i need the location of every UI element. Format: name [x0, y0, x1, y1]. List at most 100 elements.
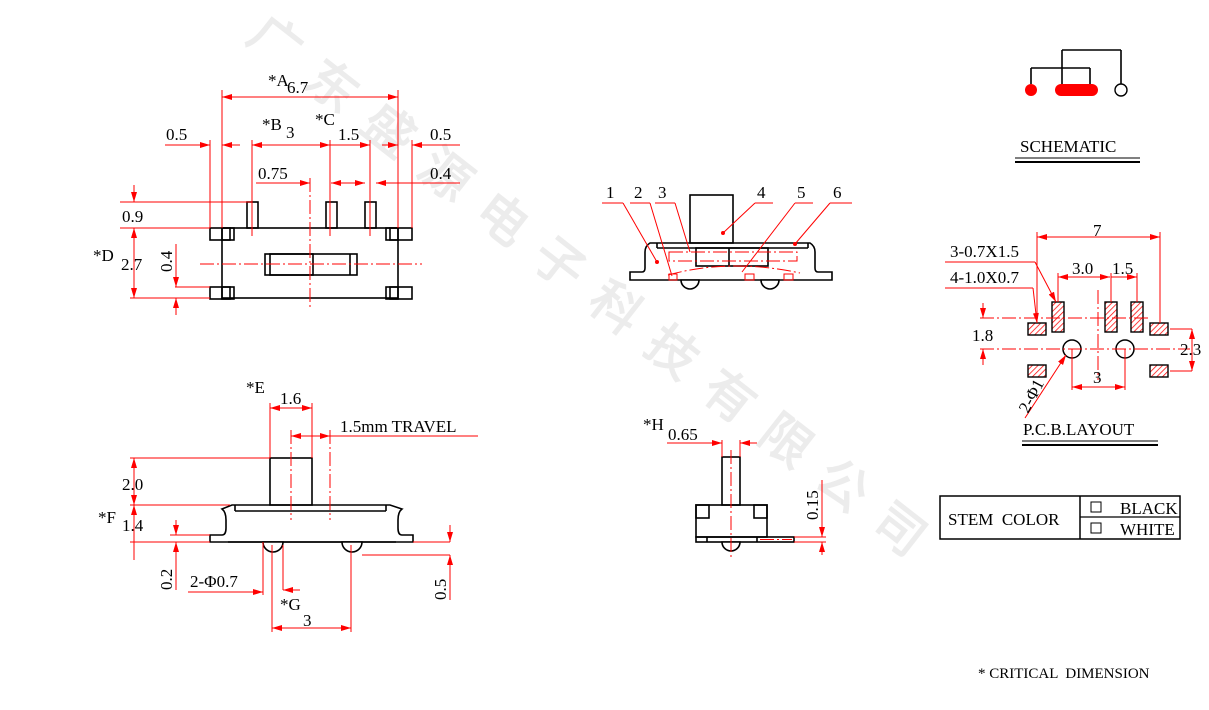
dim-lead-thickness-end: 0.15 — [803, 490, 822, 520]
black-option-checkbox — [1090, 501, 1102, 513]
pcb-vertical-offset: 1.8 — [972, 326, 993, 345]
dim-stem-height: 2.0 — [122, 475, 143, 494]
callout-6: 6 — [833, 183, 842, 202]
front-view-dimension-line — [667, 265, 801, 276]
front-view-callouts-circle — [793, 242, 797, 246]
dim-h-label: *H — [643, 415, 664, 434]
front-view-dimension-line — [783, 273, 794, 281]
pcb-layout-dimension-line — [1024, 354, 1067, 419]
travel-label: 1.5mm TRAVEL — [340, 417, 457, 436]
pcb-layout: 7 3-0.7X1.5 4-1.0X0.7 3.0 1.5 1.8 2.3 3 … — [945, 221, 1201, 446]
watermark: 广东盛源电子科技有限公司 — [238, 4, 955, 582]
pcb-layout-rect — [1027, 322, 1047, 336]
callout-4: 4 — [757, 183, 766, 202]
pcb-layout-rect — [1104, 301, 1118, 333]
end-view — [695, 450, 795, 560]
top-view-rect — [385, 227, 399, 241]
callout-1: 1 — [606, 183, 615, 202]
front-view-dimension-line — [668, 273, 678, 281]
pcb-layout-rect — [1149, 322, 1169, 336]
dim-post-dia: 2-Φ0.7 — [190, 572, 238, 591]
front-view-callouts-dimension-line — [722, 202, 756, 234]
dim-b-value: 3 — [286, 123, 295, 142]
pcb-hole-dia: 2-Φ1 — [1015, 376, 1048, 416]
front-view-path — [629, 242, 833, 281]
side-view-dimensions: *E 1.6 1.5mm TRAVEL 2.0 *F 1.4 0.2 2-Φ0.… — [98, 378, 478, 632]
side-view-path — [341, 541, 363, 553]
front-view-callouts-dimension-line — [649, 202, 673, 277]
front-view-rect — [689, 194, 734, 244]
top-view-rect — [389, 286, 413, 300]
dim-g-label: *G — [280, 595, 301, 614]
top-view-rect — [221, 227, 235, 241]
dim-d-value: 2.7 — [121, 255, 143, 274]
stem-color-white: WHITE — [1120, 520, 1175, 539]
watermark-text: 广东盛源电子科技有限公司 — [238, 4, 955, 582]
side-view-path — [209, 504, 414, 543]
end-view-rect — [695, 504, 710, 519]
pcb-pad-pitch-2: 1.5 — [1112, 259, 1133, 278]
top-view-rect — [325, 201, 338, 229]
white-option-checkbox — [1090, 522, 1102, 534]
dim-a-label: *A — [268, 71, 290, 90]
pcb-layout-title: P.C.B.LAYOUT — [1023, 420, 1135, 439]
front-view — [629, 194, 833, 290]
schematic-rect — [1055, 84, 1098, 96]
schematic: SCHEMATIC — [1015, 49, 1140, 163]
dim-lead-thickness: 0.2 — [157, 569, 176, 590]
front-view-callouts-circle — [721, 231, 725, 235]
pcb-layout-rect — [1130, 301, 1144, 333]
dim-h-value: 0.65 — [668, 425, 698, 444]
top-view-rect — [389, 227, 413, 241]
dim-pin-width: 0.4 — [430, 164, 452, 183]
front-view-dimension-line — [668, 251, 798, 262]
pcb-pad-row-spacing: 2.3 — [1180, 340, 1201, 359]
top-view-dimensions: *A 6.7 *B 3 *C 1.5 0.5 0.5 0.75 0.4 0.9 … — [93, 71, 460, 315]
dim-b-label: *B — [262, 115, 282, 134]
dim-right-pad: 0.5 — [430, 125, 451, 144]
front-view-callouts-dimension-line — [622, 202, 658, 263]
side-view-path — [262, 541, 284, 553]
front-view-callouts-dimension-line — [794, 202, 831, 245]
top-view-rect — [209, 227, 231, 241]
pcb-layout-rect — [1149, 364, 1169, 378]
callout-3: 3 — [658, 183, 667, 202]
front-view-rect — [695, 247, 769, 267]
front-view-callouts-circle — [655, 260, 659, 264]
stem-color-label: STEM COLOR — [948, 510, 1060, 529]
stem-color-table: STEM COLOR BLACK WHITE — [939, 495, 1181, 540]
dim-d-label: *D — [93, 246, 114, 265]
pcb-layout-dimension-line — [1034, 261, 1057, 303]
front-view-path — [680, 279, 700, 290]
schematic-title: SCHEMATIC — [1020, 137, 1116, 156]
end-view-rect — [695, 536, 795, 543]
front-view-callouts: 1 2 3 4 5 6 — [602, 183, 852, 277]
callout-5: 5 — [797, 183, 806, 202]
pcb-hole-pitch: 3 — [1093, 368, 1102, 387]
front-view-path — [760, 279, 780, 290]
stem-color-black: BLACK — [1120, 499, 1178, 518]
dim-pin-height: 0.9 — [122, 207, 143, 226]
front-view-dimension-line — [744, 273, 755, 281]
top-view-rect — [221, 286, 235, 300]
schematic-circle — [1114, 83, 1128, 97]
dim-pad-height: 0.4 — [157, 250, 176, 272]
pcb-layout-dimension-line — [1032, 287, 1039, 324]
schematic-circle — [1025, 84, 1037, 96]
pcb-layout-rect — [1051, 301, 1065, 333]
top-view — [200, 178, 422, 310]
top-view-rect — [209, 286, 231, 300]
dim-e-value: 1.6 — [280, 389, 301, 408]
dim-a-value: 6.7 — [287, 78, 309, 97]
callout-2: 2 — [634, 183, 643, 202]
front-view-callouts-dimension-line — [741, 202, 796, 273]
top-view-rect — [385, 286, 399, 300]
pcb-layout-rect — [1027, 364, 1047, 378]
dim-pin-offset: 0.75 — [258, 164, 288, 183]
dim-f-value: 1.4 — [122, 516, 144, 535]
dim-post-height: 0.5 — [431, 579, 450, 600]
front-view-callouts-dimension-line — [674, 202, 691, 253]
dim-e-label: *E — [246, 378, 265, 397]
dim-c-value: 1.5 — [338, 125, 359, 144]
